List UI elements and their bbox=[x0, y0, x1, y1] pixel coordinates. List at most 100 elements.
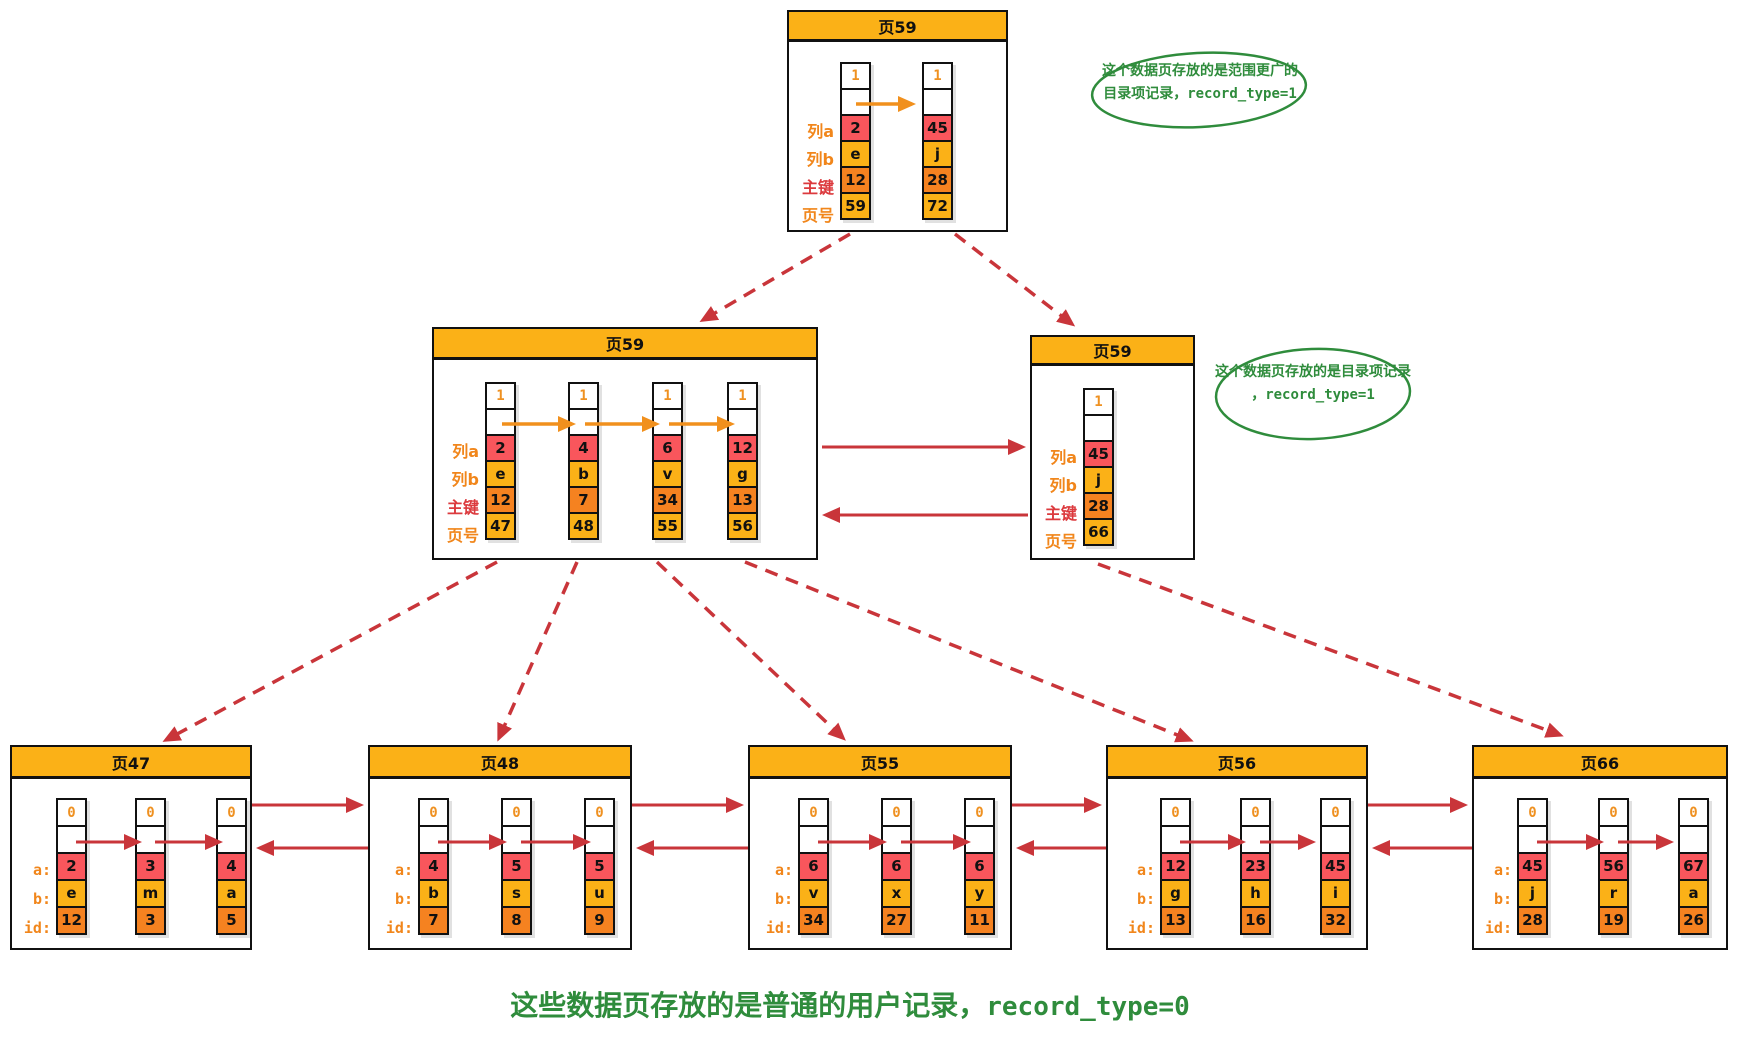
record-cell: 67 bbox=[1678, 852, 1709, 881]
record-type-flag: 0 bbox=[1160, 798, 1191, 827]
record-cell: v bbox=[798, 879, 829, 908]
record-type-flag: 0 bbox=[418, 798, 449, 827]
record-pointer-cell bbox=[1678, 825, 1709, 854]
record-cell: s bbox=[501, 879, 532, 908]
record-cell: 16 bbox=[1240, 906, 1271, 935]
annotation-right-line2: ，record_type=1 bbox=[1213, 384, 1413, 407]
row-label: 列a bbox=[452, 442, 479, 461]
row-label: a: bbox=[32, 861, 51, 879]
row-label: id: bbox=[765, 919, 793, 937]
record-cell: a bbox=[216, 879, 247, 908]
record-pointer-cell bbox=[485, 408, 516, 436]
row-label: b: bbox=[1493, 890, 1512, 908]
record-cell: 34 bbox=[652, 486, 683, 514]
record-type-flag: 0 bbox=[798, 798, 829, 827]
record-cell: 3 bbox=[135, 852, 166, 881]
record-cell: 6 bbox=[652, 434, 683, 462]
record-pointer-cell bbox=[568, 408, 599, 436]
row-label: a: bbox=[1493, 861, 1512, 879]
row-label: 列b bbox=[451, 470, 479, 489]
record-cell: 45 bbox=[922, 114, 953, 142]
record-cell: 7 bbox=[418, 906, 449, 935]
record-pointer-cell bbox=[56, 825, 87, 854]
record-cell: 56 bbox=[727, 512, 758, 540]
record-type-flag: 0 bbox=[584, 798, 615, 827]
record-cell: 2 bbox=[840, 114, 871, 142]
arrow-parent-child bbox=[497, 561, 579, 742]
record-pointer-cell bbox=[881, 825, 912, 854]
record-type-flag: 0 bbox=[881, 798, 912, 827]
record-cell: j bbox=[1083, 466, 1114, 494]
record-cell: 23 bbox=[1240, 852, 1271, 881]
annotation-top-code: record_type=1 bbox=[1187, 86, 1297, 102]
row-label: 列b bbox=[1049, 476, 1077, 495]
record-pointer-cell bbox=[1598, 825, 1629, 854]
row-label: id: bbox=[385, 919, 413, 937]
record-pointer-cell bbox=[216, 825, 247, 854]
record-cell: 13 bbox=[727, 486, 758, 514]
arrow-parent-child bbox=[1097, 562, 1564, 738]
arrow-parent-child bbox=[699, 232, 851, 323]
annotation-right-code: record_type=1 bbox=[1265, 387, 1375, 403]
record-cell: 27 bbox=[881, 906, 912, 935]
annotation-top-line2: 目录项记录，record_type=1 bbox=[1080, 83, 1320, 106]
annotation-top: 这个数据页存放的是范围更广的 目录项记录，record_type=1 bbox=[1080, 60, 1320, 106]
record-type-flag: 0 bbox=[1517, 798, 1548, 827]
record-cell: 47 bbox=[485, 512, 516, 540]
row-label: id: bbox=[1127, 919, 1155, 937]
row-label: b: bbox=[32, 890, 51, 908]
record-type-flag: 1 bbox=[922, 62, 953, 90]
record-cell: m bbox=[135, 879, 166, 908]
annotation-top-line1: 这个数据页存放的是范围更广的 bbox=[1102, 63, 1298, 79]
record-pointer-cell bbox=[1083, 414, 1114, 442]
arrow-parent-child bbox=[744, 560, 1194, 743]
record-cell: 56 bbox=[1598, 852, 1629, 881]
record-cell: b bbox=[418, 879, 449, 908]
record-pointer-cell bbox=[1517, 825, 1548, 854]
record-pointer-cell bbox=[798, 825, 829, 854]
record-cell: 7 bbox=[568, 486, 599, 514]
record-cell: 72 bbox=[922, 192, 953, 220]
record-cell: 12 bbox=[1160, 852, 1191, 881]
annotation-right-line1: 这个数据页存放的是目录项记录 bbox=[1215, 364, 1411, 380]
page-title: 页48 bbox=[368, 745, 632, 779]
caption-text: 这些数据页存放的是普通的用户记录， bbox=[510, 989, 987, 1022]
record-type-flag: 0 bbox=[1678, 798, 1709, 827]
record-type-flag: 0 bbox=[1240, 798, 1271, 827]
record-cell: 48 bbox=[568, 512, 599, 540]
record-type-flag: 0 bbox=[501, 798, 532, 827]
record-type-flag: 0 bbox=[135, 798, 166, 827]
row-label: 列a bbox=[807, 122, 834, 141]
page-title: 页56 bbox=[1106, 745, 1368, 779]
record-cell: 26 bbox=[1678, 906, 1709, 935]
record-cell: 28 bbox=[922, 166, 953, 194]
arrow-parent-child bbox=[953, 232, 1076, 327]
record-cell: 45 bbox=[1320, 852, 1351, 881]
record-cell: 4 bbox=[568, 434, 599, 462]
record-pointer-cell bbox=[418, 825, 449, 854]
record-cell: 5 bbox=[216, 906, 247, 935]
row-label: 页号 bbox=[446, 526, 479, 545]
record-type-flag: 1 bbox=[568, 382, 599, 410]
annotation-right: 这个数据页存放的是目录项记录 ，record_type=1 bbox=[1213, 361, 1413, 407]
record-pointer-cell bbox=[1320, 825, 1351, 854]
record-pointer-cell bbox=[964, 825, 995, 854]
caption: 这些数据页存放的是普通的用户记录，record_type=0 bbox=[400, 984, 1300, 1024]
record-cell: 32 bbox=[1320, 906, 1351, 935]
record-type-flag: 0 bbox=[216, 798, 247, 827]
row-label: 主键 bbox=[446, 498, 479, 517]
record-cell: 11 bbox=[964, 906, 995, 935]
